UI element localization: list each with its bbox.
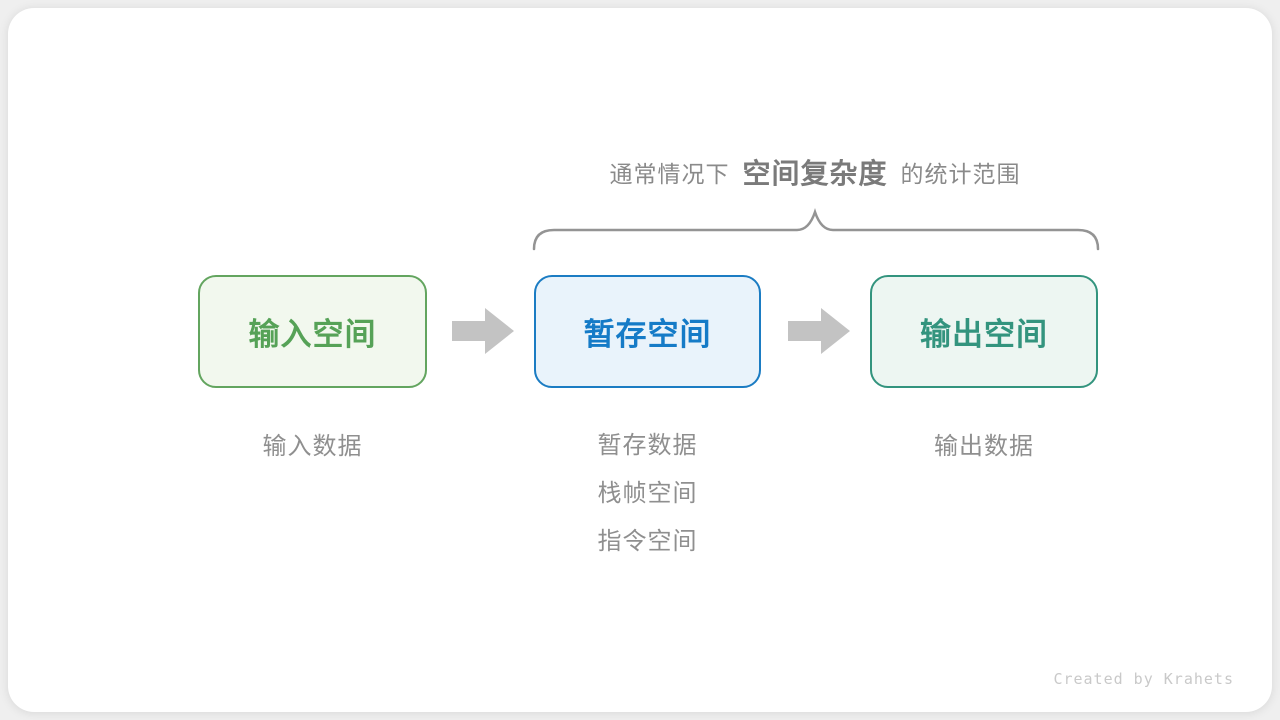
credit-text: Created by Krahets: [1053, 670, 1234, 688]
title-suffix: 的统计范围: [900, 161, 1021, 187]
box-output-space: 输出空间: [870, 275, 1098, 388]
diagram-card: 通常情况下 空间复杂度 的统计范围 输入空间 暂存空间 输出空间 输入数据 暂存…: [8, 8, 1272, 712]
box-input-space: 输入空间: [198, 275, 427, 388]
note-output-data: 输出数据: [934, 433, 1034, 460]
box-output-space-label: 输出空间: [920, 317, 1048, 352]
arrow-right-icon: [452, 308, 514, 354]
note-temp-list: 暂存数据 栈帧空间 指令空间: [534, 422, 761, 566]
diagram-title: 通常情况下 空间复杂度 的统计范围: [415, 151, 1215, 193]
title-emphasis: 空间复杂度: [742, 158, 888, 189]
note-temp-data: 暂存数据: [597, 432, 698, 459]
note-instruction-space: 指令空间: [597, 528, 698, 555]
box-buffer-space-label: 暂存空间: [583, 317, 712, 352]
note-input-data: 输入数据: [262, 433, 363, 460]
scope-brace-icon: [532, 208, 1100, 251]
note-stack-frame-space: 栈帧空间: [597, 480, 698, 507]
box-input-space-label: 输入空间: [248, 317, 377, 352]
title-prefix: 通常情况下: [609, 161, 730, 187]
arrow-right-icon: [788, 308, 850, 354]
box-buffer-space: 暂存空间: [534, 275, 761, 388]
